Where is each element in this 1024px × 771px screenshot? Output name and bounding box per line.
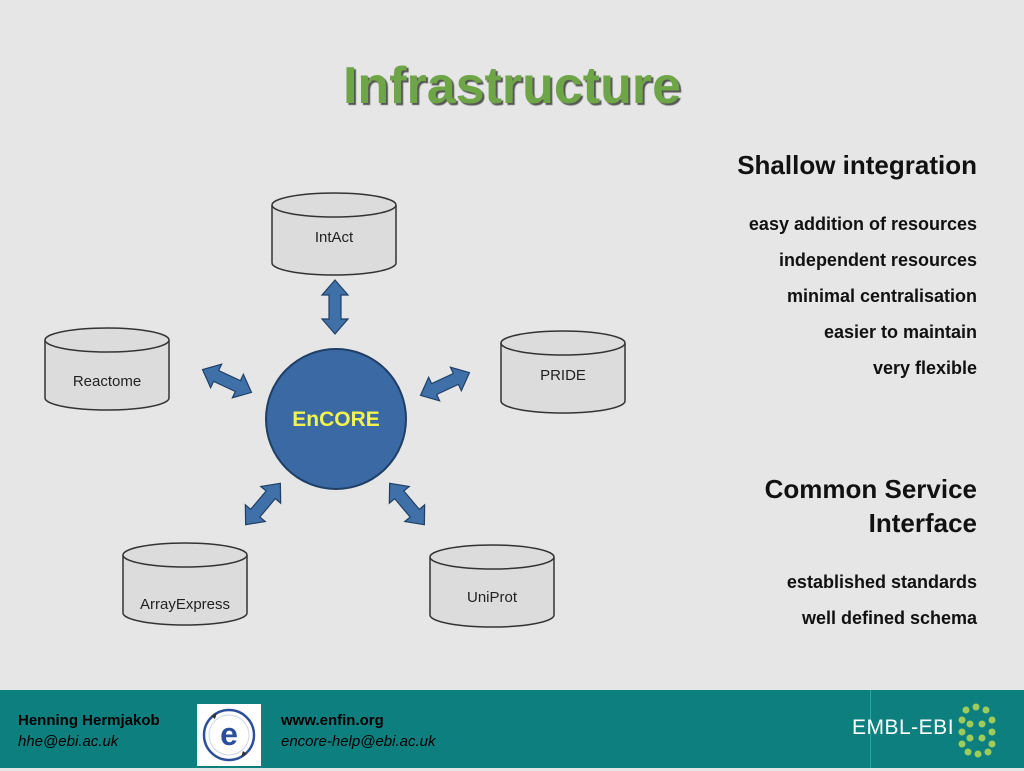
heading-line: Interface	[868, 508, 977, 538]
feature-panel: Shallow integration easy addition of res…	[657, 148, 977, 636]
presenter-email[interactable]: hhe@ebi.ac.uk	[18, 733, 119, 750]
arrow-uniprot	[379, 474, 435, 534]
feature-item: easy addition of resources	[748, 214, 977, 234]
arrow-intact	[321, 279, 349, 335]
encore-diagram: IntAct Reactome PRIDE ArrayExpress UniPr…	[44, 192, 626, 628]
footer-bar: Henning Hermjakob hhe@ebi.ac.uk www.enfi…	[0, 690, 1024, 768]
database-label: PRIDE	[540, 367, 586, 384]
common-service-interface-heading: Common Service Interface	[657, 472, 977, 540]
feature-item: easier to maintain	[823, 322, 977, 342]
database-intact: IntAct	[271, 192, 397, 276]
arrow-arrayexpress	[235, 474, 291, 534]
help-email[interactable]: encore-help@ebi.ac.uk	[281, 733, 436, 750]
footer-divider	[870, 690, 871, 768]
feature-item: established standards	[786, 572, 977, 592]
database-pride: PRIDE	[500, 330, 626, 414]
feature-item: well defined schema	[801, 608, 977, 628]
heading-line: Common Service	[764, 474, 977, 504]
embl-ebi-label: EMBL-EBI	[852, 716, 955, 739]
database-arrayexpress: ArrayExpress	[122, 542, 248, 626]
presenter-name: Henning Hermjakob	[18, 712, 160, 729]
database-label: IntAct	[315, 229, 354, 246]
enfin-logo: e	[197, 704, 261, 766]
enfin-logo-letter: e	[220, 716, 238, 752]
arrow-reactome	[196, 357, 258, 405]
database-label: UniProt	[467, 589, 518, 606]
feature-item: very flexible	[872, 358, 977, 378]
shallow-integration-heading: Shallow integration	[737, 150, 977, 180]
enfin-url[interactable]: www.enfin.org	[281, 712, 384, 729]
encore-hub: EnCORE	[265, 348, 407, 490]
feature-item: minimal centralisation	[786, 286, 977, 306]
slide-title: Infrastructure	[342, 57, 682, 115]
arrow-pride	[414, 360, 476, 408]
embl-ebi-logo-icon	[958, 703, 996, 758]
database-reactome: Reactome	[44, 327, 170, 411]
encore-label: EnCORE	[292, 408, 380, 431]
database-label: ArrayExpress	[140, 596, 230, 613]
feature-item: independent resources	[778, 250, 977, 270]
database-uniprot: UniProt	[429, 544, 555, 628]
enfin-logo-icon: e	[202, 708, 256, 762]
database-label: Reactome	[73, 373, 141, 390]
